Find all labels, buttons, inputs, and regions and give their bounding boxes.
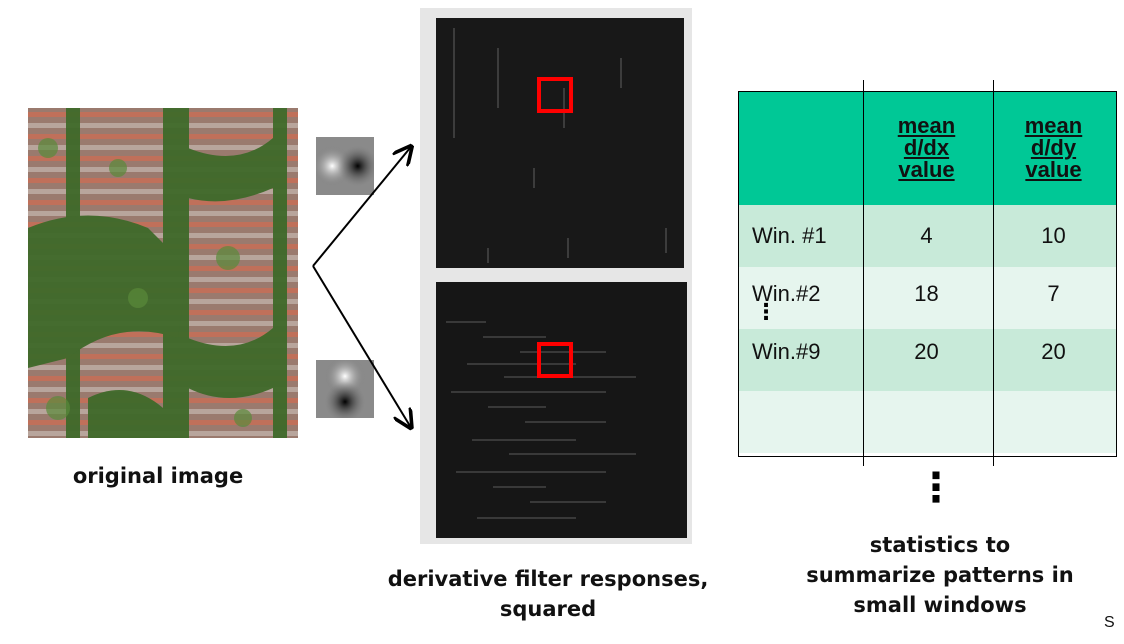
cell-dx xyxy=(863,391,990,453)
table-header-row: mean d/dx value mean d/dy value xyxy=(738,91,1117,205)
statistics-table: mean d/dx value mean d/dy value Win. #1 … xyxy=(738,91,1117,453)
row-label: Win.#2 xyxy=(752,281,821,306)
dx-response-image xyxy=(436,18,684,268)
row-ellipsis-mark: ⋮ xyxy=(755,300,777,325)
header-mean-dx: mean d/dx value xyxy=(863,91,990,205)
row-label: Win.#9 xyxy=(752,339,821,364)
header-dx-line2: d/dx xyxy=(903,135,950,160)
header-dy-line3: value xyxy=(1025,157,1082,182)
cell-dx: 18 xyxy=(914,281,939,306)
arrow-down xyxy=(312,265,410,426)
dy-window-box xyxy=(537,342,573,378)
dy-filter-kernel xyxy=(316,360,374,418)
stats-caption: statistics to summarize patterns in smal… xyxy=(790,530,1090,620)
filter-caption: derivative filter responses, squared xyxy=(358,564,738,624)
row-label-cell: Win.#2 xyxy=(738,267,863,329)
header-dx-line3: value xyxy=(898,157,955,182)
stats-caption-line3: small windows xyxy=(853,593,1027,617)
table-continue-mark: ⋮ xyxy=(916,465,956,511)
table-row: Win. #1 4 10 xyxy=(738,205,1117,267)
cell-dy: 20 xyxy=(1041,339,1066,364)
dx-window-box xyxy=(537,77,573,113)
original-image-art xyxy=(28,108,298,438)
dx-filter-kernel xyxy=(316,137,374,195)
row-label: Win. #1 xyxy=(752,223,827,248)
table-row: Win.#9 20 20 xyxy=(738,329,1117,391)
stats-caption-line1: statistics to xyxy=(869,533,1011,557)
table-row: Win.#2 18 7 xyxy=(738,267,1117,329)
stats-caption-line2: summarize patterns in xyxy=(806,563,1074,587)
cell-dy: 7 xyxy=(1047,281,1060,306)
header-dy-line1: mean xyxy=(1024,113,1083,138)
branch-arrows xyxy=(312,140,420,440)
row-label xyxy=(738,391,863,453)
table-row xyxy=(738,391,1117,453)
header-dy-line2: d/dy xyxy=(1030,135,1077,160)
header-cell-empty xyxy=(738,91,863,205)
cell-dy: 10 xyxy=(1041,223,1066,248)
filter-caption-line1: derivative filter responses, xyxy=(387,567,709,591)
column-divider-1 xyxy=(863,80,864,466)
column-divider-2 xyxy=(993,80,994,466)
cell-dx: 20 xyxy=(914,339,939,364)
cell-dy xyxy=(990,391,1117,453)
original-image-caption: original image xyxy=(72,464,244,488)
dy-response-image xyxy=(436,282,687,538)
cell-dx: 4 xyxy=(920,223,933,248)
original-image xyxy=(28,108,298,438)
header-mean-dy: mean d/dy value xyxy=(990,91,1117,205)
header-dx-line1: mean xyxy=(897,113,956,138)
filter-caption-line2: squared xyxy=(499,597,597,621)
arrow-up xyxy=(312,148,410,267)
corner-mark: S xyxy=(1104,614,1115,631)
